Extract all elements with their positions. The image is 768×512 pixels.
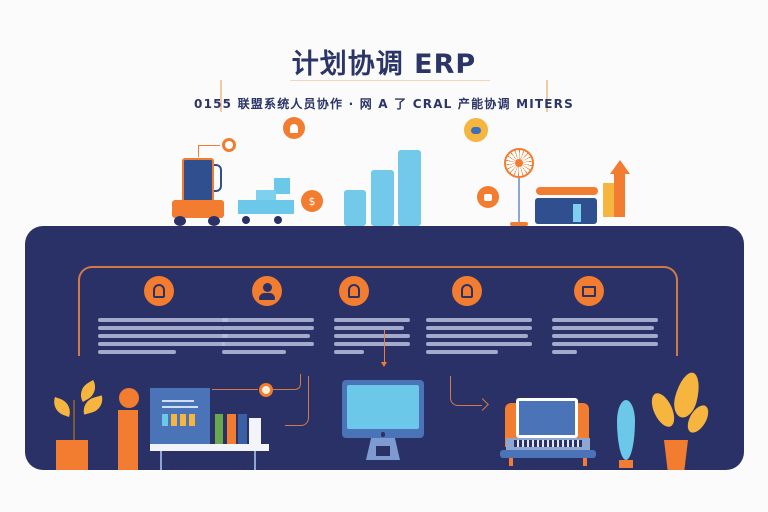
desk-leg — [160, 451, 162, 470]
gear-icon — [222, 138, 236, 152]
left-plant-stem — [73, 400, 75, 440]
header-left-bar — [220, 80, 222, 112]
desk-top — [150, 444, 269, 451]
monitor-stand-gap — [376, 446, 390, 456]
fan-stand — [518, 178, 520, 224]
bar-3 — [398, 150, 421, 226]
step-1-worker-icon — [144, 276, 174, 306]
wire-link — [285, 376, 309, 426]
binder — [215, 414, 223, 444]
laptop-keyboard — [506, 438, 590, 450]
desk-leg — [254, 451, 256, 470]
flow-arrow — [450, 376, 482, 406]
blue-plant-pot — [619, 460, 633, 468]
left-plant-pot — [56, 440, 88, 470]
hand-icon — [477, 186, 499, 208]
forklift-wire — [198, 145, 199, 157]
binder — [238, 414, 247, 444]
desktop-monitor — [342, 380, 424, 438]
pillar-top — [119, 388, 139, 408]
binder — [249, 418, 261, 444]
step-3-arrow — [384, 330, 385, 364]
step-2-user-icon — [252, 276, 282, 306]
info-pillar — [118, 410, 138, 470]
laptop-screen — [516, 398, 578, 438]
dashboard-board — [150, 388, 210, 444]
sofa-base — [500, 450, 596, 458]
binder — [227, 414, 236, 444]
header-right-bar — [546, 80, 548, 112]
growth-bar — [603, 183, 615, 217]
dollar-icon: $ — [301, 190, 323, 212]
bar-2 — [371, 170, 394, 226]
growth-arrow-shaft — [614, 172, 625, 217]
wire-link — [273, 374, 301, 390]
sofa-leg — [583, 458, 587, 466]
sofa-leg — [509, 458, 513, 466]
forklift-illustration — [168, 148, 226, 226]
bar-1 — [344, 190, 366, 226]
page-title: 计划协调 ERP — [291, 49, 477, 80]
page-subtitle: 0155 联盟系统人员协作 · 网 A 了 CRAL 产能协调 MITERS — [194, 97, 574, 111]
wire-link — [212, 389, 258, 390]
step-5-description — [552, 318, 658, 354]
cart-boxes-illustration — [234, 178, 296, 228]
cloud-icon — [464, 118, 488, 142]
step-connector — [78, 266, 678, 356]
step-4-description — [426, 318, 532, 354]
fan-illustration — [504, 148, 534, 178]
node-icon — [259, 383, 273, 397]
step-3-engineer-icon — [339, 276, 369, 306]
right-plant-pot — [664, 440, 688, 470]
storage-unit — [535, 198, 597, 224]
down-arrow-icon — [381, 362, 387, 367]
title-divider — [290, 80, 490, 81]
world-map-screen — [347, 385, 419, 429]
growth-arrow-head — [610, 160, 630, 174]
forklift-wire-h — [198, 145, 220, 146]
storage-lid — [536, 187, 598, 195]
step-5-monitor-icon — [574, 276, 604, 306]
step-1-description — [98, 318, 228, 354]
blue-plant — [617, 400, 635, 460]
step-2-description — [222, 318, 314, 354]
step-4-manager-icon — [452, 276, 482, 306]
user-icon — [283, 117, 305, 139]
step-3-description — [334, 318, 410, 354]
fan-base — [510, 222, 528, 226]
